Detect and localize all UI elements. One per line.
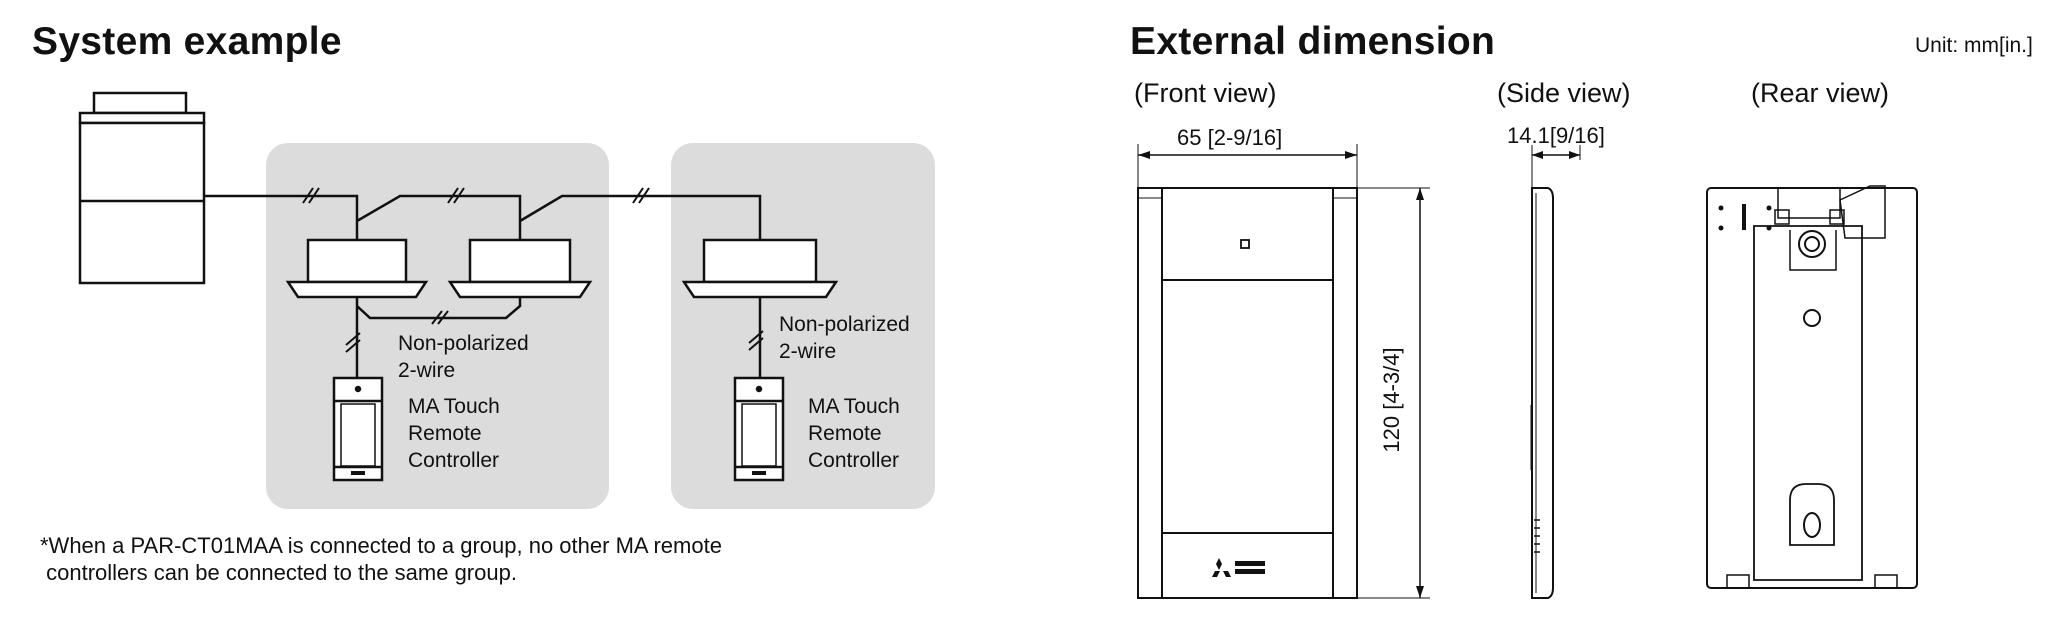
depth-dimension-label: 14.1[9/16]: [1507, 123, 1605, 149]
system-example-title: System example: [32, 20, 342, 63]
depth-inch: [9/16]: [1549, 123, 1605, 148]
group-box-2: [671, 143, 935, 509]
external-dimension-title: External dimension: [1130, 20, 1496, 63]
controller-label-group-1: MA Touch Remote Controller: [408, 395, 500, 472]
system-note-line-1: *When a PAR-CT01MAA is connected to a gr…: [40, 533, 722, 558]
rear-view-label: (Rear view): [1751, 78, 1890, 108]
system-note-line-2: controllers can be connected to the same…: [40, 560, 517, 585]
height-dimension-label: 120 [4-3/4]: [1379, 347, 1404, 453]
controller-label-group-2: MA Touch Remote Controller: [808, 395, 900, 472]
wiring-label-group-2: Non-polarized 2-wire: [779, 313, 910, 363]
depth-mm: 14.1: [1507, 123, 1550, 148]
width-dimension-label: 65 [2-9/16]: [1177, 125, 1282, 151]
piping-line: [519, 194, 762, 240]
wiring-line: [356, 297, 522, 320]
piping-line: [356, 194, 522, 240]
width-mm: 65: [1177, 125, 1202, 150]
mitsubishi-logo-icon: [1212, 558, 1265, 577]
indoor-unit-1-icon: [285, 238, 429, 299]
piping-line: [204, 194, 359, 240]
indoor-unit-3-icon: [681, 238, 839, 299]
indoor-unit-2-icon: [447, 238, 593, 299]
front-view-drawing: [1137, 187, 1358, 599]
outdoor-unit-icon: [78, 91, 206, 285]
remote-controller-icon: [332, 376, 384, 482]
unit-label: Unit: mm[in.]: [1915, 34, 2033, 57]
width-inch: [2-9/16]: [1207, 125, 1283, 150]
side-view-drawing: [1530, 187, 1554, 599]
group-box-1: [266, 143, 609, 509]
rear-view-drawing: [1706, 185, 1918, 589]
wiring-label-group-1: Non-polarized 2-wire: [398, 332, 529, 382]
remote-controller-icon: [733, 376, 785, 482]
front-view-label: (Front view): [1134, 78, 1277, 108]
side-vent-icon: [1534, 519, 1540, 553]
side-view-label: (Side view): [1497, 78, 1631, 108]
